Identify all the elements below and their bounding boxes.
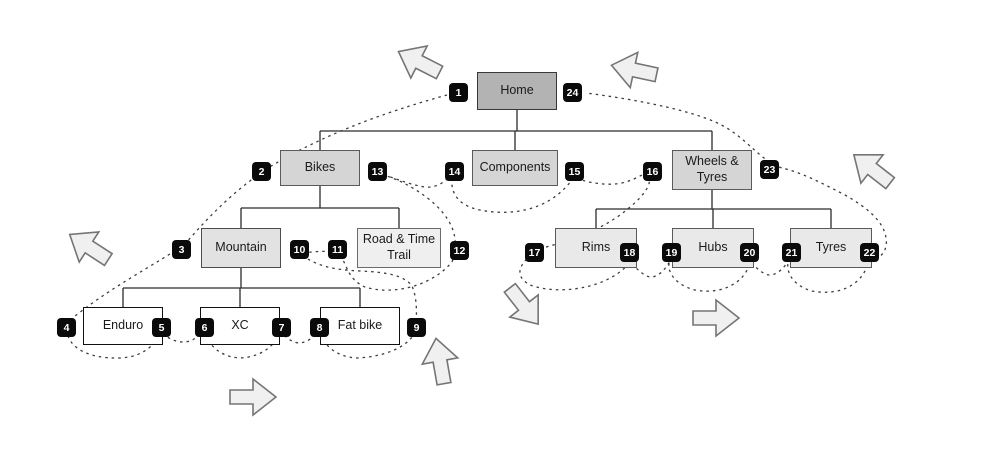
visit-order-badge-21: 21	[782, 243, 801, 262]
visit-order-badge-1: 1	[449, 83, 468, 102]
node-fat-bike: Fat bike	[320, 307, 400, 345]
visit-order-badge-13: 13	[368, 162, 387, 181]
direction-arrow-icon	[841, 139, 903, 199]
visit-order-badge-20: 20	[740, 243, 759, 262]
visit-order-badge-10: 10	[290, 240, 309, 259]
visit-order-badge-16: 16	[643, 162, 662, 181]
node-label: Home	[500, 83, 534, 98]
direction-arrow-icon	[494, 275, 554, 337]
visit-order-badge-17: 17	[525, 243, 544, 262]
node-label: Tyres	[815, 240, 847, 255]
node-home: Home	[477, 72, 557, 110]
visit-order-badge-8: 8	[310, 318, 329, 337]
visit-order-badge-23: 23	[760, 160, 779, 179]
visit-order-badge-5: 5	[152, 318, 171, 337]
direction-arrow-icon	[417, 334, 463, 388]
visit-order-badge-11: 11	[328, 240, 347, 259]
direction-arrow-icon	[389, 34, 449, 90]
visit-order-badge-6: 6	[195, 318, 214, 337]
visit-order-badge-19: 19	[662, 243, 681, 262]
tree-connectors	[122, 110, 832, 307]
visit-order-badge-3: 3	[172, 240, 191, 259]
node-bikes: Bikes	[280, 150, 360, 186]
node-label: Mountain	[215, 240, 267, 255]
direction-arrow-icon	[692, 299, 740, 337]
node-label: Rims	[581, 240, 611, 255]
visit-order-badge-24: 24	[563, 83, 582, 102]
visit-order-badge-4: 4	[57, 318, 76, 337]
visit-order-badge-14: 14	[445, 162, 464, 181]
node-label: Hubs	[698, 240, 728, 255]
node-tyres: Tyres	[790, 228, 872, 268]
visit-order-badge-12: 12	[450, 241, 469, 260]
node-label: Components	[479, 160, 551, 175]
node-road-time-trail: Road & Time Trail	[357, 228, 441, 268]
traversal-path	[66, 92, 888, 359]
visit-order-badge-2: 2	[252, 162, 271, 181]
node-label: Fat bike	[337, 318, 383, 333]
node-components: Components	[472, 150, 558, 186]
visit-order-badge-7: 7	[272, 318, 291, 337]
visit-order-badge-15: 15	[565, 162, 584, 181]
node-label: Enduro	[102, 318, 144, 333]
node-label: Road & Time Trail	[362, 232, 436, 262]
node-label: Wheels & Tyres	[685, 154, 739, 184]
visit-order-badge-18: 18	[620, 243, 639, 262]
visit-order-badge-22: 22	[860, 243, 879, 262]
node-label: Bikes	[304, 160, 336, 175]
node-enduro: Enduro	[83, 307, 163, 345]
direction-arrow-icon	[59, 218, 119, 276]
node-label: XC	[231, 318, 249, 333]
node-mountain: Mountain	[201, 228, 281, 268]
direction-arrow-icon	[229, 378, 277, 416]
direction-arrow-icon	[606, 46, 662, 94]
node-wheels-tyres: Wheels & Tyres	[672, 150, 752, 190]
visit-order-badge-9: 9	[407, 318, 426, 337]
